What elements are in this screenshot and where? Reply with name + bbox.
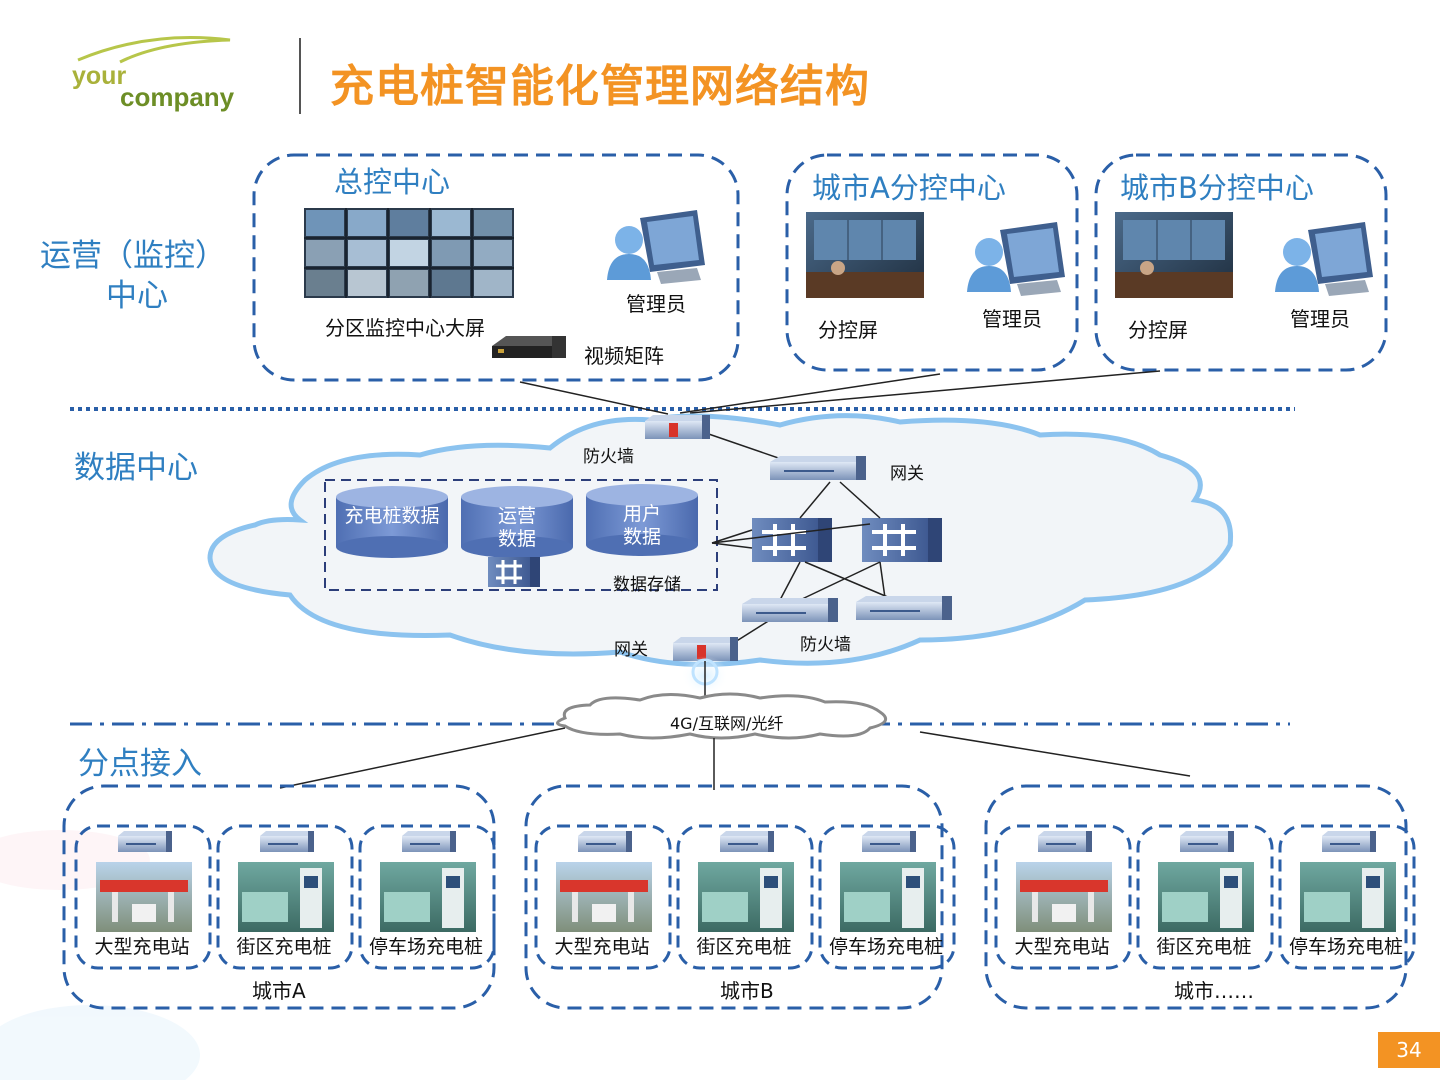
data-center-links (696, 429, 891, 643)
video-wall-label: 分区监控中心大屏 (325, 316, 485, 340)
firewall-top-label: 防火墙 (583, 447, 634, 467)
video-matrix-device (492, 336, 566, 358)
sites-layer (74, 824, 1416, 970)
admin-label: 管理员 (626, 292, 686, 316)
control-center-title: 总控中心 (334, 165, 451, 199)
site-label: 停车场充电桩 (1288, 936, 1404, 958)
logo-text-your: your (72, 62, 127, 90)
city-box (62, 784, 496, 1010)
site-label: 大型充电站 (94, 936, 190, 958)
city-name-label: 城市…… (1174, 979, 1254, 1003)
city-a-admin-label: 管理员 (982, 307, 1042, 331)
charging-site (358, 824, 496, 970)
firewall-icon (645, 415, 710, 439)
city-a-screen-label: 分控屏 (818, 318, 878, 342)
gateway-top-label: 网关 (890, 464, 924, 484)
city-b-admin-label: 管理员 (1290, 307, 1350, 331)
database-cylinder (461, 486, 573, 558)
gateway-switch-icon (770, 456, 866, 480)
logo-swoosh (77, 36, 231, 64)
city-a-center-box (785, 153, 1079, 372)
section-access-label: 分点接入 (78, 746, 202, 782)
charging-site (676, 824, 814, 970)
database-label: 充电桩数据 (344, 505, 440, 527)
control-room-image (1115, 212, 1233, 298)
section-data-center-label: 数据中心 (74, 450, 198, 486)
site-label: 街区充电桩 (696, 936, 792, 958)
switch-icon (742, 598, 838, 622)
admin-computer-icon (967, 222, 1065, 296)
city-b-center-box (1094, 153, 1388, 372)
network-label: 4G/互联网/光纤 (670, 714, 784, 733)
database-label: 用户数据 (622, 503, 661, 548)
section-ops-label: 运营（监控） (40, 238, 226, 274)
charging-site (994, 824, 1132, 970)
city-box (524, 784, 944, 1010)
database-cylinder (336, 486, 448, 558)
city-b-screen-label: 分控屏 (1128, 318, 1188, 342)
city-name-label: 城市A (252, 979, 306, 1003)
site-label: 停车场充电桩 (368, 936, 484, 958)
page-title: 充电桩智能化管理网络结构 (330, 61, 870, 112)
data-storage-box (324, 479, 718, 591)
charging-site (534, 824, 672, 970)
logo-text-company: company (120, 82, 235, 112)
city-name-label: 城市B (720, 979, 774, 1003)
uplink-lines (519, 370, 1161, 415)
data-storage-label: 数据存储 (613, 575, 681, 595)
charging-site (216, 824, 354, 970)
switch-icon (856, 596, 952, 620)
database-label: 运营数据 (497, 505, 536, 550)
video-wall-image (304, 208, 514, 298)
database-cylinder (586, 484, 698, 556)
site-label: 街区充电桩 (1156, 936, 1252, 958)
video-matrix-label: 视频矩阵 (584, 344, 664, 368)
core-router-icon (862, 518, 942, 562)
city-a-center-title: 城市A分控中心 (812, 171, 1006, 205)
control-center-box (252, 153, 740, 382)
site-label: 大型充电站 (554, 936, 650, 958)
site-label: 大型充电站 (1014, 936, 1110, 958)
charging-site (74, 824, 212, 970)
admin-computer-icon (607, 210, 705, 284)
admin-computer-icon (1275, 222, 1373, 296)
firewall-icon (673, 637, 738, 661)
city-box (984, 784, 1408, 1010)
section-ops-label-line2: 中心 (106, 278, 168, 314)
network-links (279, 727, 1191, 790)
charging-site (818, 824, 956, 970)
storage-router-icon (488, 557, 540, 587)
city-b-center-title: 城市B分控中心 (1120, 171, 1314, 205)
page-number: 34 (1378, 1032, 1440, 1068)
site-label: 街区充电桩 (236, 936, 332, 958)
gateway-bottom-label: 网关 (614, 640, 648, 660)
network-cloud (556, 692, 888, 740)
charging-site (1278, 824, 1416, 970)
firewall-bottom-label: 防火墙 (800, 635, 851, 655)
site-label: 停车场充电桩 (828, 936, 944, 958)
control-room-image (806, 212, 924, 298)
charging-site (1136, 824, 1274, 970)
core-router-icon (752, 518, 832, 562)
